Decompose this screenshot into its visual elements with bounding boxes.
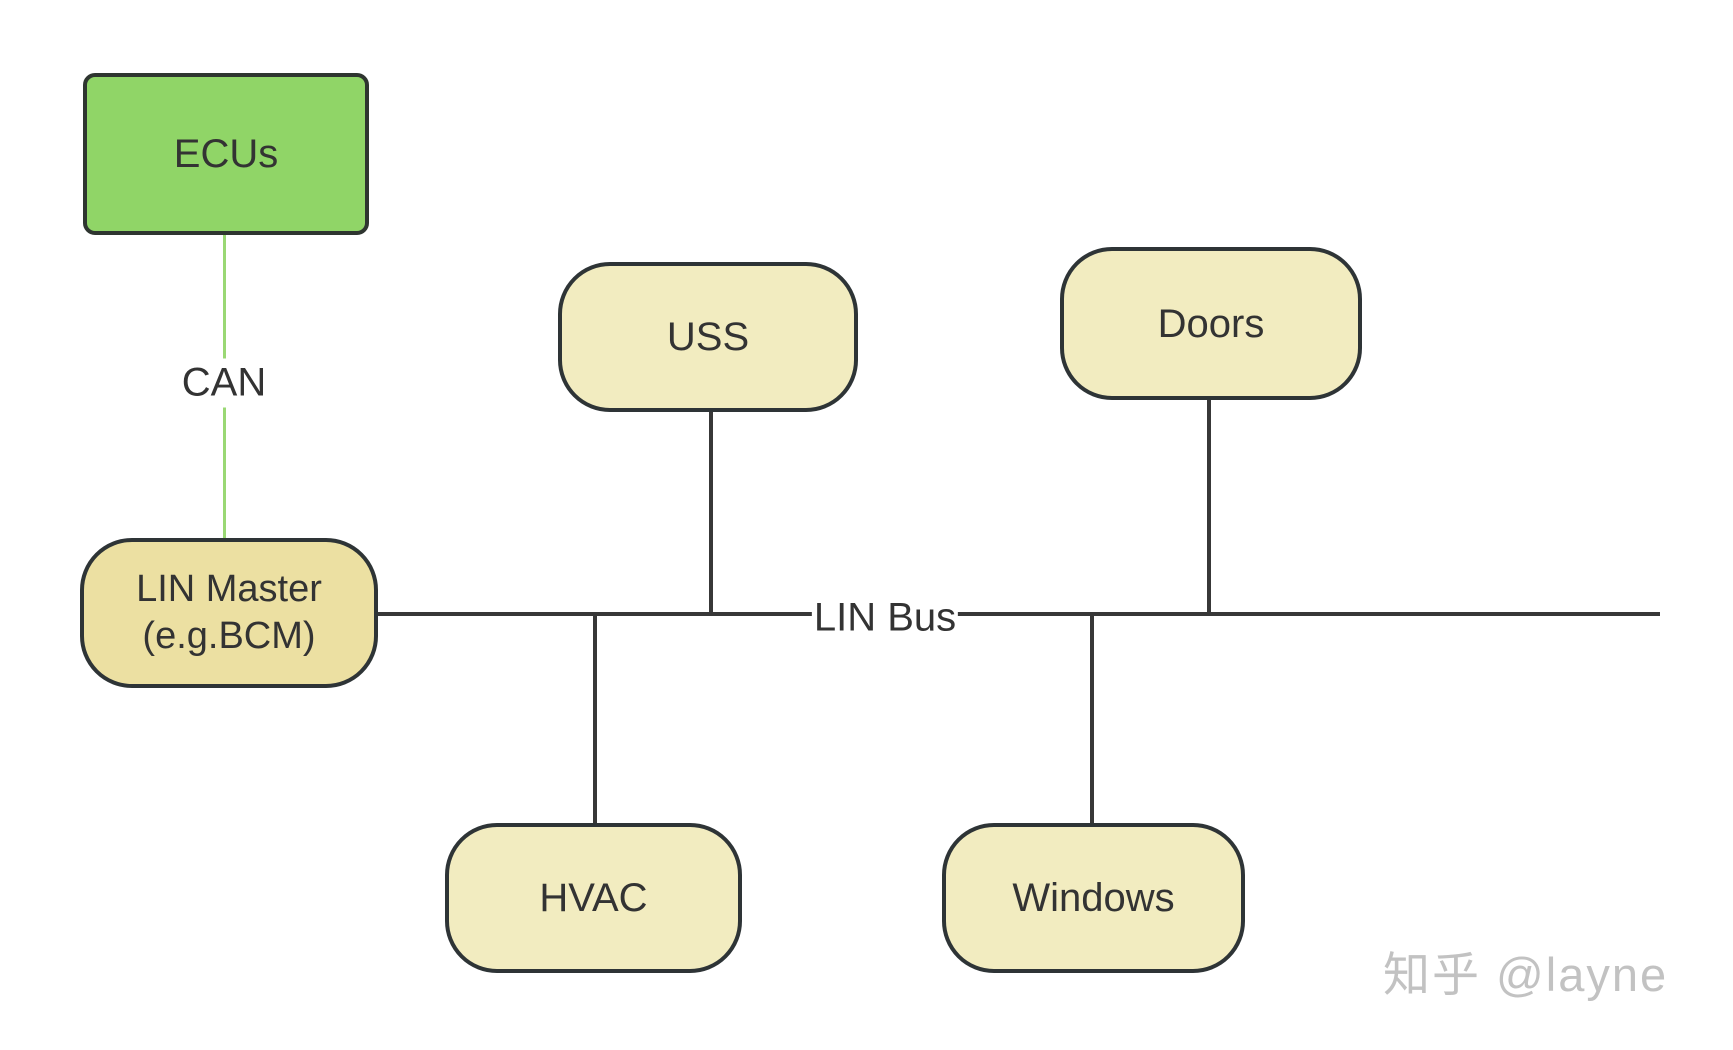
uss-connector-line (709, 412, 713, 615)
node-windows: Windows (942, 823, 1245, 973)
node-uss-label: USS (666, 315, 750, 359)
lin-bus-line (378, 612, 1660, 616)
node-uss: USS (558, 262, 858, 412)
node-lin-master: LIN Master (e.g.BCM) (80, 538, 378, 688)
node-doors-label: Doors (1157, 301, 1265, 346)
lin-bus-label: LIN Bus (811, 595, 959, 641)
node-lin-master-label: LIN Master (e.g.BCM) (136, 567, 322, 658)
windows-connector-line (1090, 613, 1094, 824)
can-edge-label: CAN (176, 358, 272, 408)
node-hvac: HVAC (445, 823, 742, 973)
watermark: 知乎 @layne (1383, 948, 1669, 1001)
node-hvac-label: HVAC (539, 876, 648, 920)
hvac-connector-line (593, 613, 597, 824)
node-doors: Doors (1060, 247, 1362, 400)
node-ecus: ECUs (83, 73, 369, 235)
doors-connector-line (1207, 400, 1211, 615)
node-windows-label: Windows (1012, 876, 1175, 920)
node-ecus-label: ECUs (173, 132, 279, 176)
